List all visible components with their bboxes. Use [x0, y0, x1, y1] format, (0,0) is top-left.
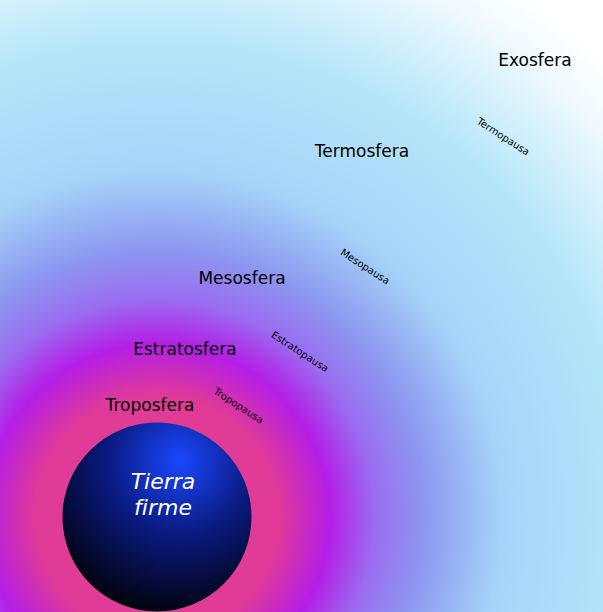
layer-name: Troposfera: [106, 395, 195, 415]
layer-name: Termosfera: [315, 141, 409, 161]
layer-name: Estratosfera: [133, 339, 236, 359]
earth-circle: Tierra firme: [62, 422, 252, 612]
earth-disc: [63, 423, 252, 612]
layer-name: Exosfera: [498, 50, 571, 70]
earth-label: Tierra firme: [118, 469, 208, 522]
layer-name: Mesosfera: [198, 268, 285, 288]
